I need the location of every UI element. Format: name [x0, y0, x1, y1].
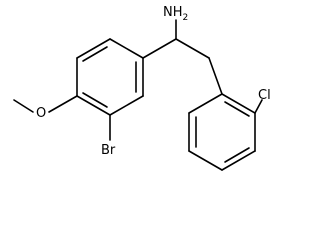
amine-subscript: 2 [183, 13, 189, 23]
amine-label: NH2 [163, 5, 188, 23]
bond-ring1-c5-c6 [109, 95, 144, 116]
bond-ring2-c6-c1 [188, 93, 223, 114]
molecule-diagram: NH2 Br Cl O [13, 5, 271, 171]
methoxy-oxygen-label: O [36, 106, 46, 121]
amine-text: NH [163, 5, 183, 20]
bond-ring1-double-a [82, 46, 108, 62]
bond-ring1-c1-c2 [109, 38, 144, 59]
bond-ch2-to-ring2 [208, 57, 223, 95]
bond-ring1-c2-c3 [76, 38, 111, 59]
bond-ring1-double-b [82, 92, 108, 108]
bond-ring2-c1-c2 [221, 93, 256, 114]
left-ring-substituents [13, 95, 111, 141]
bond-ring2-to-cl [254, 99, 263, 114]
bond-ch-to-ch2 [175, 38, 210, 59]
bond-ring2-double-b [224, 147, 250, 163]
bromo-label: Br [101, 143, 116, 158]
structure-canvas: NH2 Br Cl O [13, 5, 271, 171]
left-benzene-ring [76, 38, 144, 116]
bond-o-to-methyl [13, 99, 34, 113]
bond-ring2-c4-c5 [188, 150, 223, 171]
bond-ring1-to-ch [142, 38, 177, 59]
bond-ring2-double-a [224, 101, 250, 117]
bond-ring2-c3-c4 [221, 150, 256, 171]
right-benzene-ring [188, 93, 263, 171]
ethylamine-chain [142, 19, 223, 95]
chloro-label: Cl [258, 88, 271, 103]
bond-ring1-to-o [48, 95, 78, 113]
bond-ring1-c4-c5 [76, 95, 111, 116]
